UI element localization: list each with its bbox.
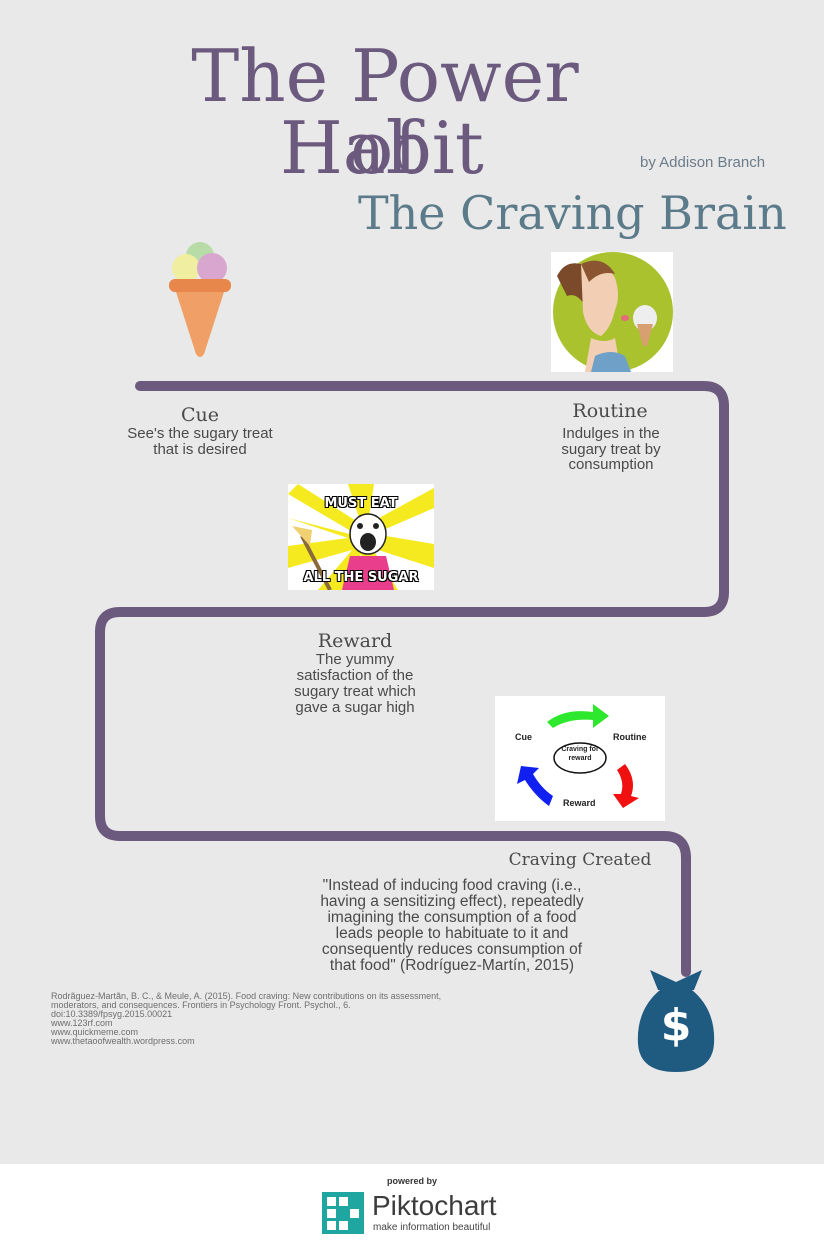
- cycle-reward-label: Reward: [563, 798, 596, 808]
- woman-eating-ice-cream-image: [551, 252, 673, 372]
- green-arrow-icon: [547, 704, 609, 728]
- quote-line-6: that food" (Rodríguez-Martín, 2015): [329, 957, 575, 974]
- cue-heading: Cue: [180, 404, 220, 426]
- quote-line-5: consequently reduces consumption of: [321, 941, 583, 958]
- quote-line-3: imagining the consumption of a food: [327, 909, 577, 926]
- cycle-cue-label: Cue: [515, 732, 533, 742]
- routine-text-line-1: Indulges in the: [562, 425, 660, 442]
- ice-cream-icon: [169, 242, 231, 357]
- blue-arrow-icon: [517, 766, 553, 806]
- powered-by-label: powered by: [386, 1176, 437, 1186]
- habit-cycle-diagram: Cue Routine Reward Craving for reward: [495, 696, 665, 821]
- meme-top-text: MUST EAT: [324, 496, 398, 511]
- cue-text-line-2: that is desired: [153, 441, 247, 458]
- cue-text-line-1: See's the sugary treat: [127, 425, 273, 442]
- money-bag-icon: [637, 970, 715, 1072]
- byline: by Addison Branch: [640, 154, 766, 171]
- routine-text-line-2: sugary treat by: [561, 441, 661, 458]
- reward-text-line-1: The yummy: [315, 651, 395, 668]
- reference-line-3: doi:10.3389/fpsyg.2015.00021: [51, 1009, 173, 1019]
- craving-heading: Craving Created: [508, 850, 652, 870]
- title-line-2: Habit: [280, 106, 484, 190]
- quote-line-2: having a sensitizing effect), repeatedly: [320, 893, 584, 910]
- routine-text-line-3: consumption: [568, 456, 654, 473]
- reference-line-2: moderators, and consequences. Frontiers …: [51, 1000, 351, 1010]
- reference-line-5: www.quickmeme.com: [51, 1027, 139, 1037]
- reward-text-line-4: gave a sugar high: [295, 699, 415, 716]
- routine-heading: Routine: [572, 400, 648, 422]
- quote-line-4: leads people to habituate to it and: [335, 925, 569, 942]
- meme-bottom-text: ALL THE SUGAR: [303, 570, 419, 585]
- piktochart-logo-icon: [322, 1192, 364, 1234]
- cycle-center-line-1: Craving for: [561, 746, 599, 753]
- reference-line-4: www.123rf.com: [51, 1018, 113, 1028]
- dollar-sign: $: [660, 1000, 692, 1051]
- must-eat-sugar-meme-image: MUST EAT ALL THE SUGAR: [288, 484, 434, 590]
- cycle-center-line-2: reward: [568, 755, 592, 762]
- reference-line-6: www.thetaoofwealth.wordpress.com: [51, 1036, 195, 1046]
- quote-line-1: "Instead of inducing food craving (i.e.,: [322, 877, 582, 894]
- reward-text-line-2: satisfaction of the: [296, 667, 414, 684]
- piktochart-brand[interactable]: Piktochart: [372, 1190, 497, 1221]
- reward-text-line-3: sugary treat which: [294, 683, 416, 700]
- subtitle: The Craving Brain: [358, 186, 787, 240]
- reward-heading: Reward: [317, 630, 393, 652]
- piktochart-tagline: make information beautiful: [373, 1222, 491, 1233]
- title-line-1: The Power of: [191, 34, 579, 190]
- cycle-routine-label: Routine: [613, 732, 647, 742]
- footer: powered by Piktochart make information b…: [0, 1164, 824, 1246]
- red-arrow-icon: [613, 764, 639, 808]
- reference-line-1: Rodrãguez-Martãn, B. C., & Meule, A. (20…: [51, 991, 442, 1001]
